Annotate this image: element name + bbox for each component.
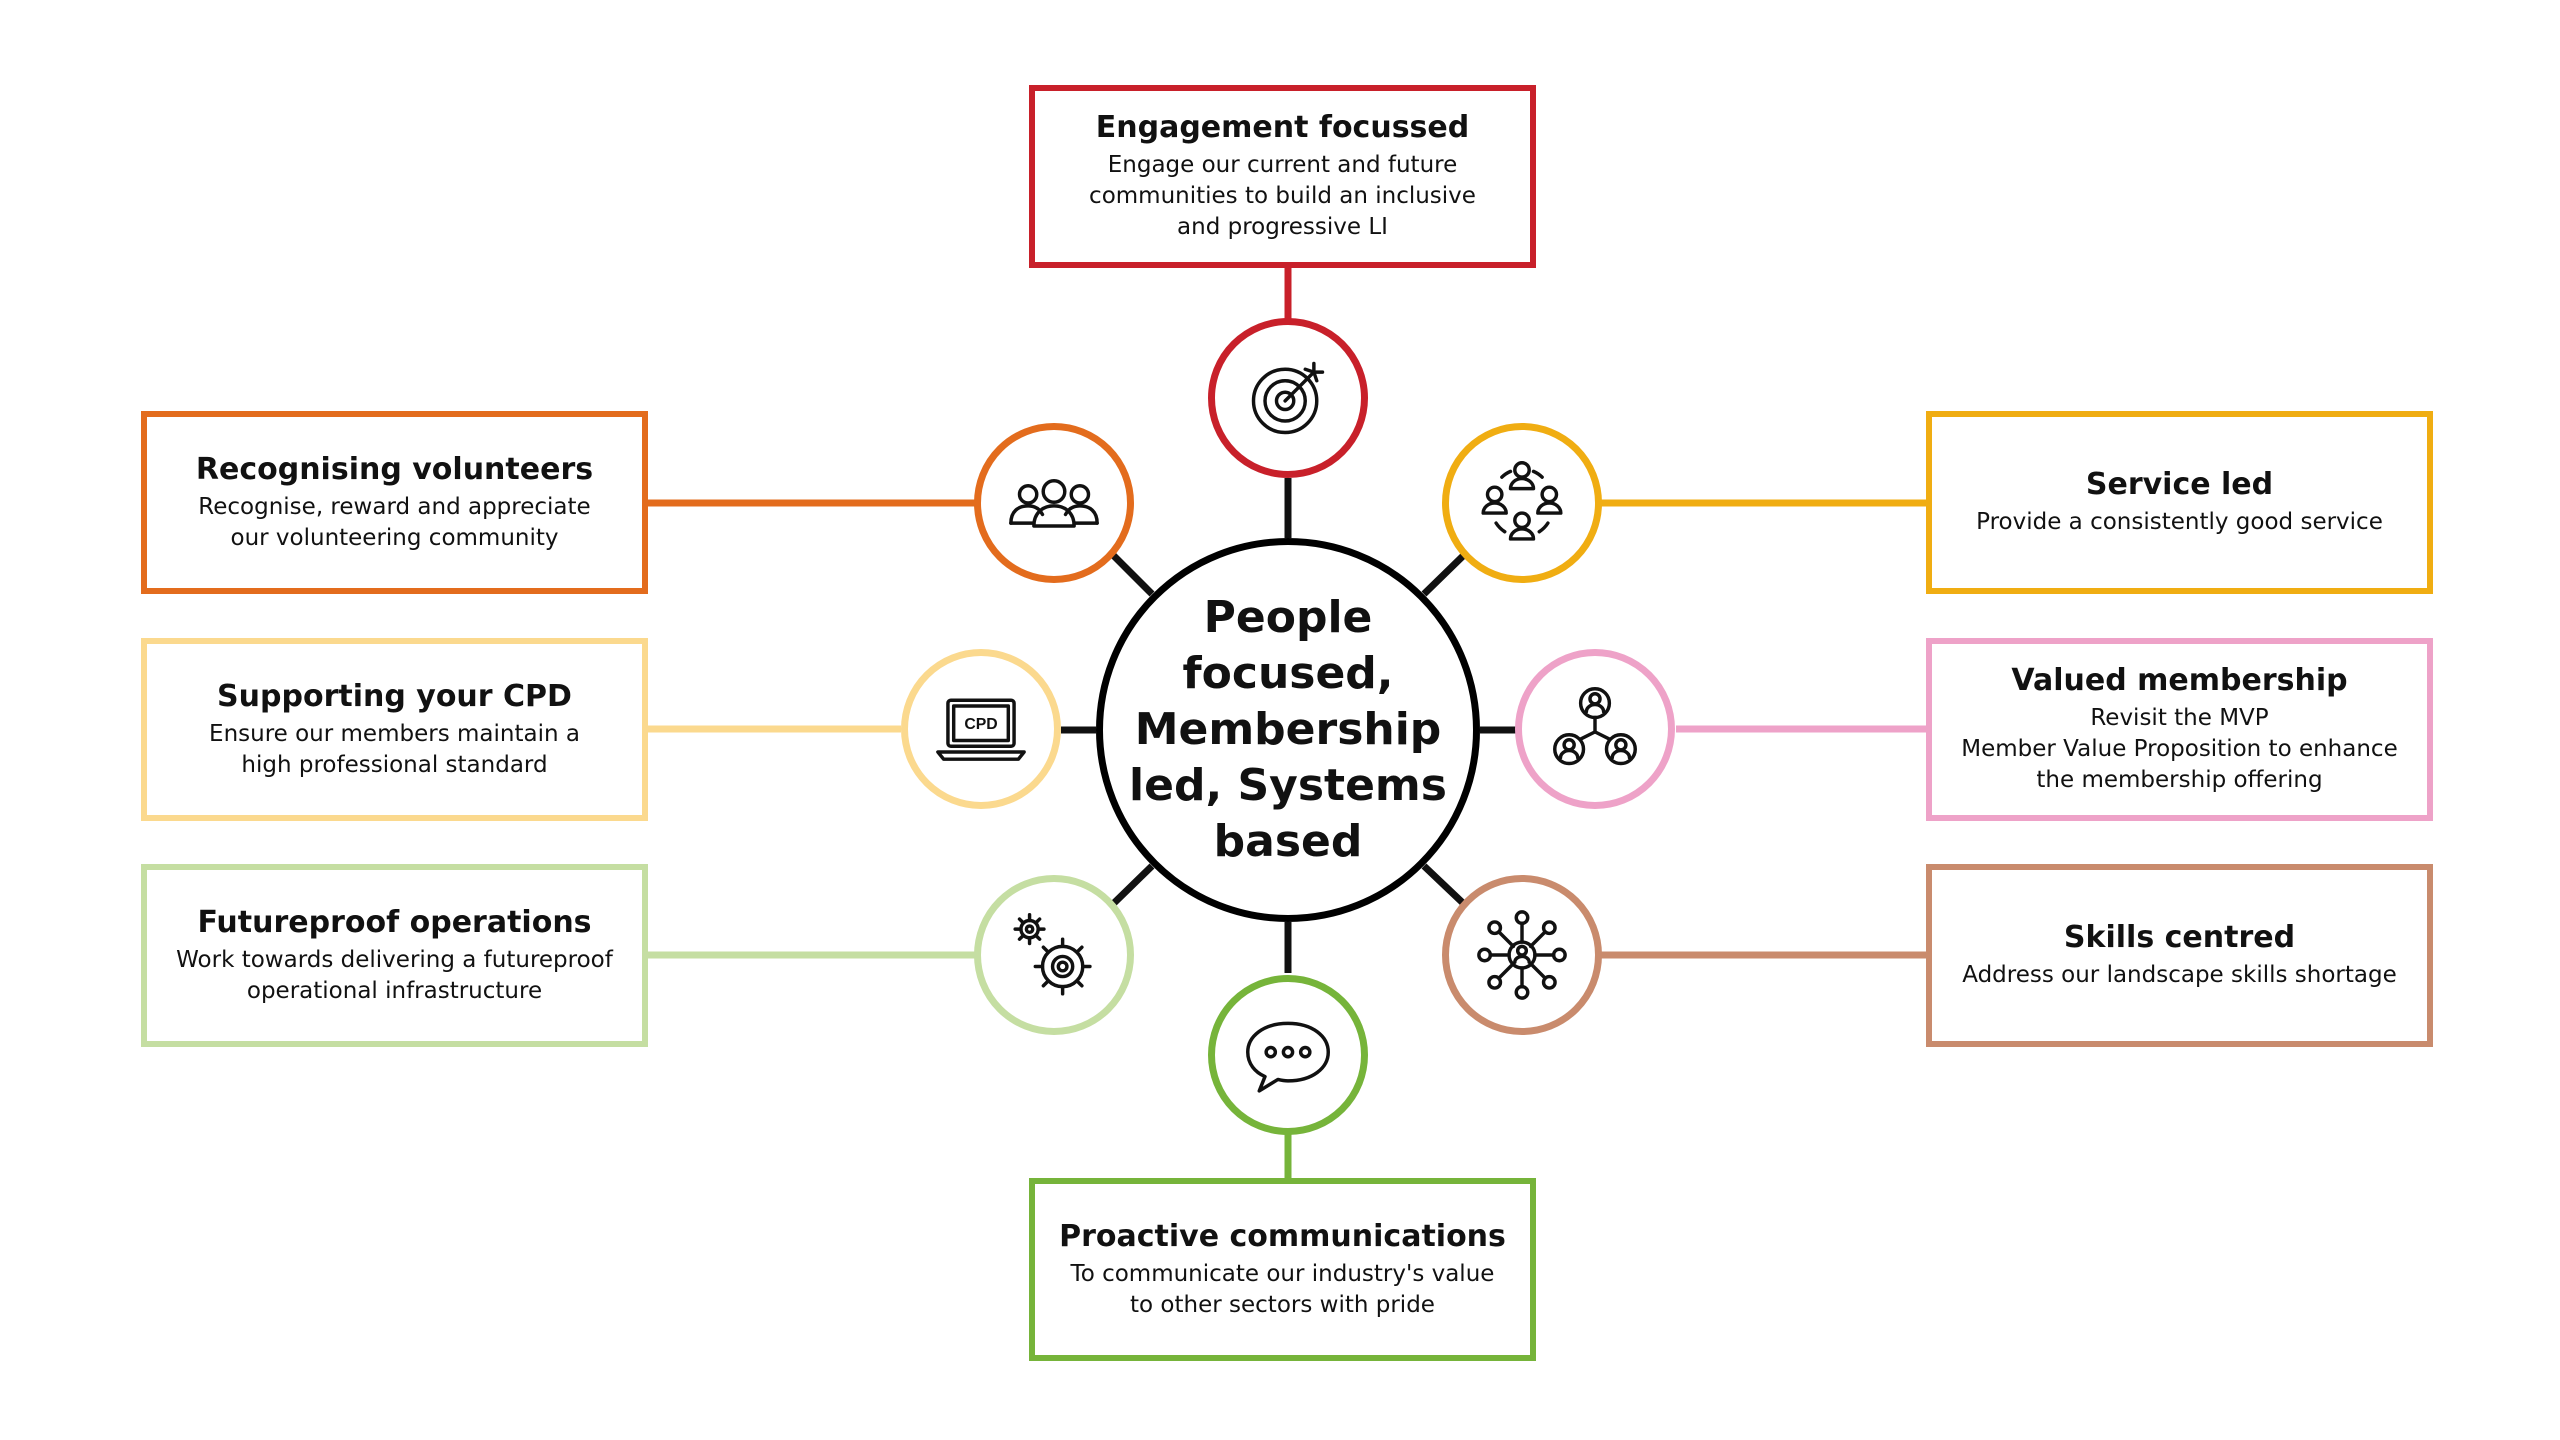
box-title: Service led (2085, 467, 2274, 502)
membership-icon (1553, 687, 1637, 766)
box-title: Supporting your CPD (217, 678, 572, 714)
circle-futureproof (974, 875, 1134, 1035)
spoke-volunteers (1110, 552, 1155, 597)
box-cpd: Supporting your CPD Ensure our members m… (141, 638, 648, 821)
circle-engagement (1208, 318, 1368, 478)
box-service: Service led Provide a consistently good … (1926, 411, 2433, 594)
circle-service (1442, 423, 1602, 583)
circle-cpd: CPD (901, 649, 1061, 809)
circle-skills (1442, 875, 1602, 1035)
box-title: Valued membership (2011, 663, 2348, 698)
box-desc: Work towards delivering a futureproof op… (176, 946, 613, 1004)
spoke-service (1421, 552, 1467, 597)
circle-membership (1515, 649, 1675, 809)
box-desc: Address our landscape skills shortage (1962, 962, 2397, 988)
network-hub-icon (1477, 910, 1567, 1000)
laptop-icon-label: CPD (964, 716, 997, 733)
gears-icon (1013, 913, 1092, 996)
box-title: Proactive communications (1059, 1218, 1506, 1254)
box-desc: To communicate our industry's value to o… (1070, 1260, 1495, 1318)
box-title: Recognising volunteers (195, 451, 594, 487)
group-icon (1009, 478, 1099, 528)
box-desc: Provide a consistently good service (1976, 509, 2383, 535)
box-desc: Ensure our members maintain a high profe… (209, 720, 580, 778)
box-engagement: Engagement focussed Engage our current a… (1029, 85, 1536, 268)
box-desc: Engage our current and future communitie… (1089, 152, 1476, 240)
box-skills: Skills centred Address our landscape ski… (1926, 864, 2433, 1047)
spoke-skills (1421, 863, 1467, 907)
center-text: People focused, Membership led, Systems … (1129, 592, 1447, 867)
target-icon (1251, 361, 1325, 435)
box-title: Skills centred (2063, 920, 2296, 955)
box-communications: Proactive communications To communicate … (1029, 1178, 1536, 1361)
box-desc: Revisit the MVP Member Value Proposition… (1961, 705, 2398, 793)
spokes (1061, 478, 1516, 973)
box-desc: Recognise, reward and appreciate our vol… (198, 493, 591, 551)
spoke-futureproof (1110, 863, 1155, 907)
box-membership: Valued membership Revisit the MVP Member… (1926, 638, 2433, 821)
people-network-icon (1481, 461, 1563, 541)
box-volunteers: Recognising volunteers Recognise, reward… (141, 411, 648, 594)
circle-communications (1208, 975, 1368, 1135)
laptop-icon: CPD (936, 698, 1026, 761)
box-title: Futureproof operations (197, 904, 592, 940)
speech-bubble-icon (1246, 1021, 1330, 1093)
center-circle: People focused, Membership led, Systems … (1096, 538, 1480, 922)
circle-volunteers (974, 423, 1134, 583)
box-futureproof: Futureproof operations Work towards deli… (141, 864, 648, 1047)
box-title: Engagement focussed (1095, 110, 1470, 145)
